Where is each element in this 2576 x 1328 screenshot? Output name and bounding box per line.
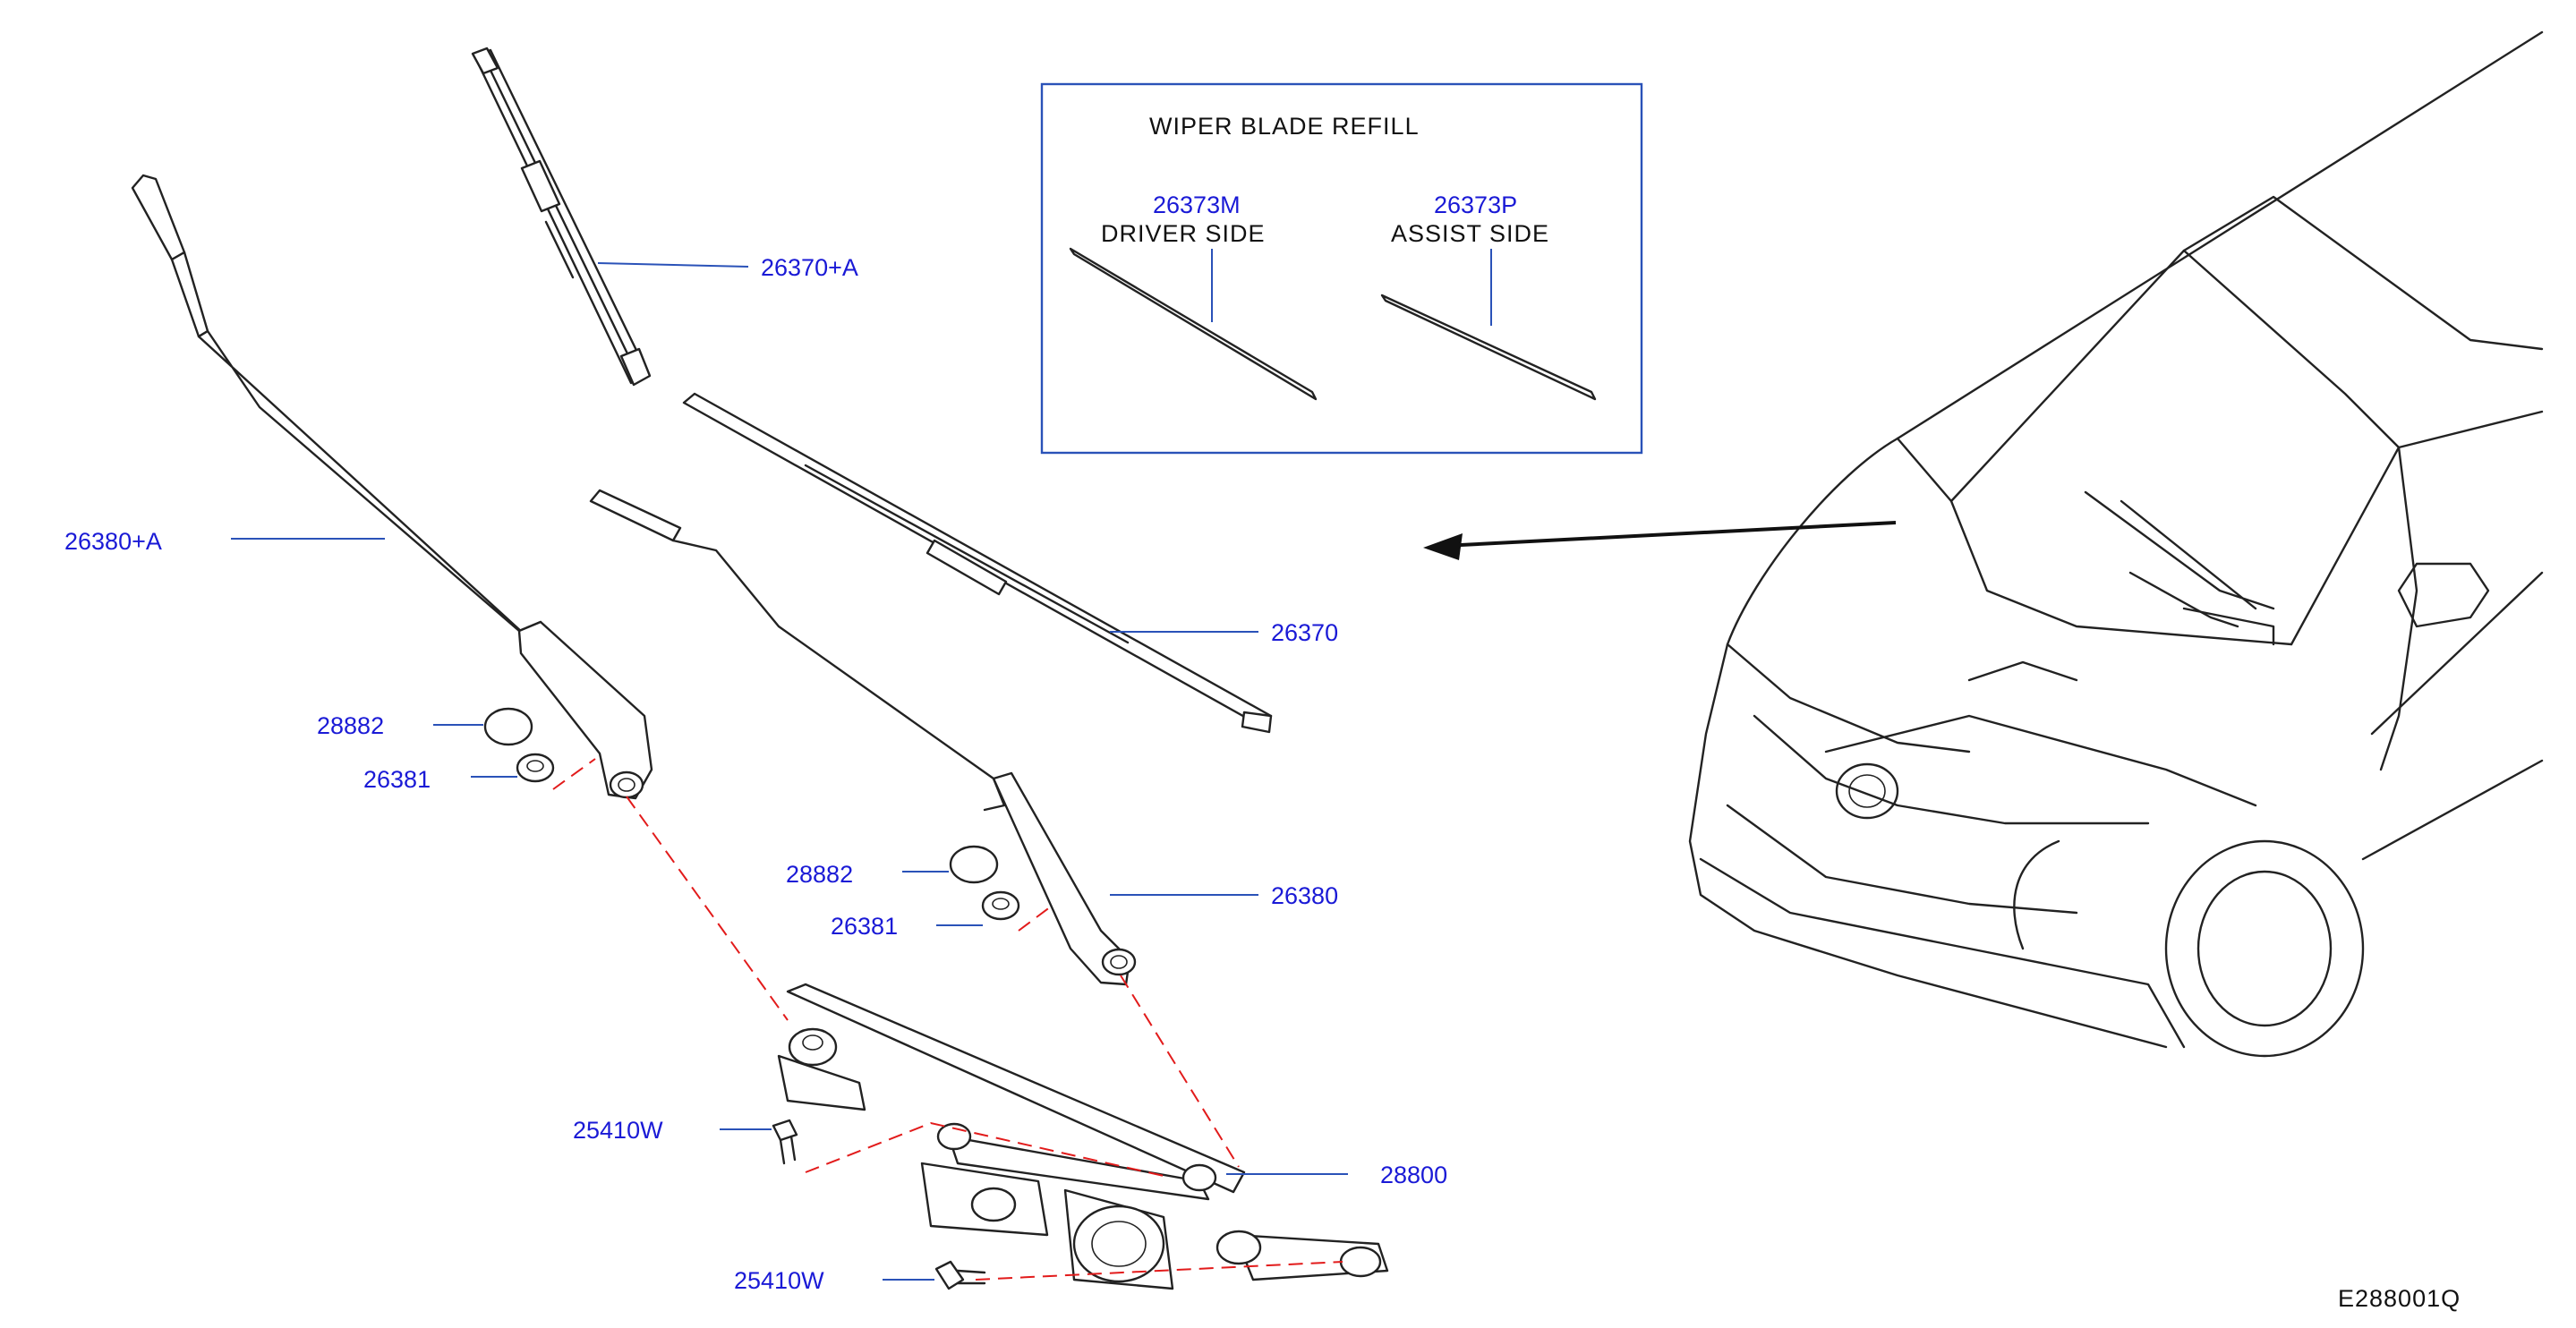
refill-box-title: WIPER BLADE REFILL: [1149, 113, 1420, 140]
vehicle-illustration: [1688, 30, 2544, 1058]
assist-side-label: ASSIST SIDE: [1391, 220, 1549, 247]
wiper-blade-upper: [471, 47, 652, 387]
callout-labels: 26370+A 26380+A 26370 28882 26381 28882 …: [64, 254, 1447, 1294]
diagram-code: E288001Q: [2338, 1285, 2461, 1312]
callout-bolt-upper: 25410W: [573, 1117, 663, 1144]
pivot-nut-left: [516, 753, 555, 783]
bolt-lower: [934, 1260, 986, 1290]
driver-refill-strip: [1069, 247, 1318, 401]
callout-nut-right: 26381: [831, 913, 898, 940]
detail-pointer-arrow: [1423, 521, 1897, 560]
callout-arm-right: 26380: [1271, 882, 1338, 909]
assist-refill-strip: [1380, 294, 1597, 401]
wiper-arm-left: [131, 174, 653, 800]
bolt-upper: [772, 1119, 798, 1165]
callout-cap-right: 28882: [786, 861, 853, 888]
callout-blade-upper: 26370+A: [761, 254, 858, 281]
callout-linkage: 28800: [1380, 1162, 1447, 1188]
wiper-linkage-motor: [777, 983, 1389, 1290]
callout-cap-left: 28882: [317, 712, 384, 739]
callout-blade-right: 26370: [1271, 619, 1338, 646]
pivot-nut-right: [981, 890, 1020, 921]
wiper-blade-refill-box: WIPER BLADE REFILL 26373M DRIVER SIDE 26…: [1040, 82, 1643, 455]
pivot-cap-left: [483, 707, 533, 746]
callout-leaders: [231, 262, 1348, 1281]
driver-side-label: DRIVER SIDE: [1101, 220, 1266, 247]
alignment-dashed-lines: [552, 758, 1343, 1281]
wiper-arm-right: [589, 489, 1137, 986]
callout-arm-left: 26380+A: [64, 528, 162, 555]
driver-refill-part-number: 26373M: [1153, 192, 1241, 218]
callout-bolt-lower: 25410W: [734, 1267, 824, 1294]
wiper-blade-right: [682, 392, 1273, 734]
callout-nut-left: 26381: [363, 766, 431, 793]
pivot-cap-right: [949, 845, 999, 884]
assist-refill-part-number: 26373P: [1434, 192, 1517, 218]
